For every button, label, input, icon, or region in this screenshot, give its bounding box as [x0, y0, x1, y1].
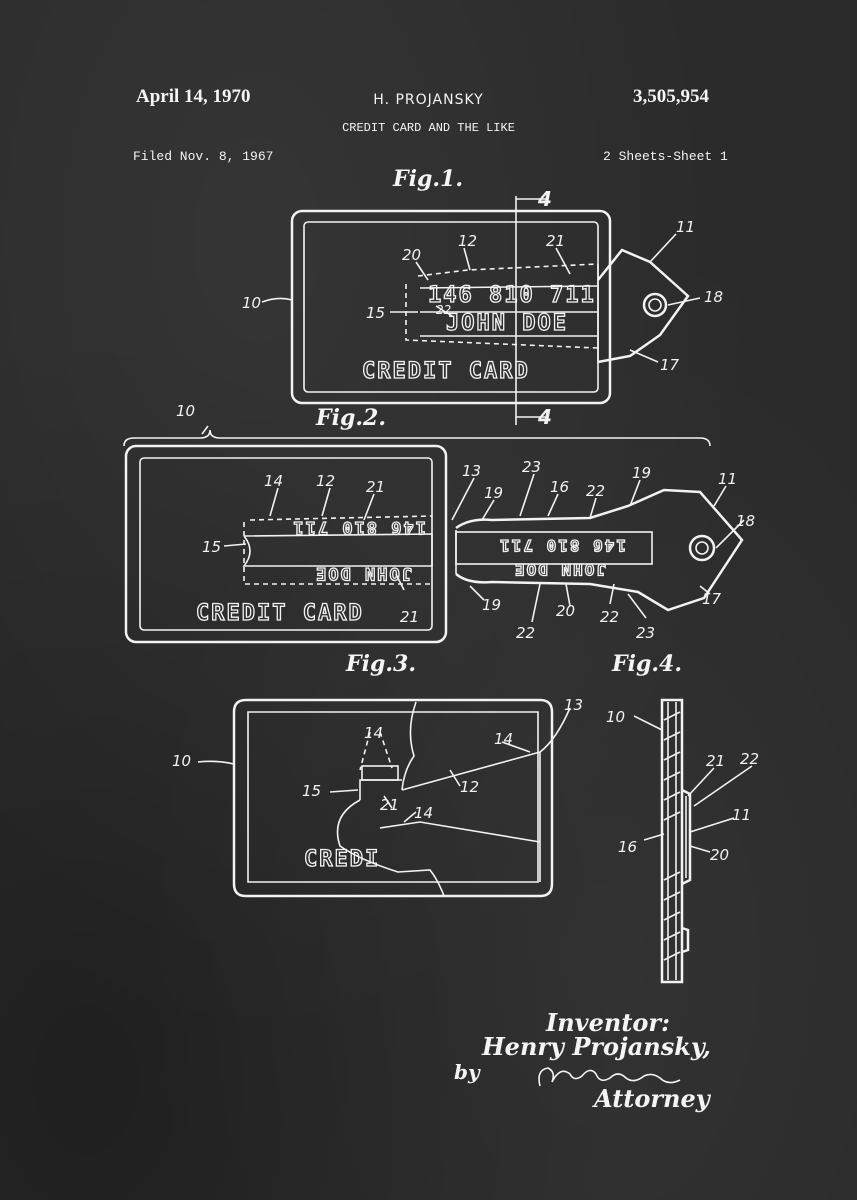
fig1-card-label: CREDIT CARD: [362, 359, 530, 384]
fig3-card-label: CREDI: [304, 847, 380, 872]
fig3-ref-12: 12: [460, 778, 479, 796]
fig2-ref-19a: 19: [484, 484, 503, 502]
fig1-ref-12: 12: [458, 232, 477, 250]
fig1-ref-22: 22: [436, 303, 451, 317]
fig2-ref-23b: 23: [636, 624, 655, 642]
fig2-ref-22b: 22: [516, 624, 535, 642]
fig4-ref-22: 22: [740, 750, 759, 768]
fig1-drawing: [261, 196, 701, 425]
patent-number: 3,505,954: [633, 86, 709, 107]
fig2-ref-13: 13: [462, 462, 481, 480]
fig2-ref-18: 18: [736, 512, 755, 530]
fig2-key-number: 146 810 711: [498, 536, 626, 555]
fig2-drawing: [123, 425, 745, 644]
fig1-ref-18: 18: [704, 288, 723, 306]
fig2-ref-20: 20: [556, 602, 575, 620]
fig2-ref-21a: 21: [366, 478, 385, 496]
fig2-ref-23a: 23: [522, 458, 541, 476]
fig4-ref-21: 21: [706, 752, 725, 770]
fig4-label: Fig.4.: [612, 651, 682, 677]
fig2-ref-10: 10: [176, 402, 195, 420]
fig1-ref-15: 15: [366, 304, 385, 322]
fig2-ref-11: 11: [718, 470, 737, 488]
fig1-ref-21: 21: [546, 232, 565, 250]
fig1-ref-10: 10: [242, 294, 261, 312]
fig2-ref-14: 14: [264, 472, 283, 490]
inventor-label: Inventor:: [546, 1008, 670, 1037]
fig3-ref-14a: 14: [364, 724, 383, 742]
fig2-ref-19b: 19: [632, 464, 651, 482]
attorney-signature: [538, 1067, 681, 1087]
fig4-ref-20: 20: [710, 846, 729, 864]
fig3-ref-14c: 14: [494, 730, 513, 748]
fig2-ref-16: 16: [550, 478, 569, 496]
filed-date: Filed Nov. 8, 1967: [133, 149, 274, 164]
fig2-ref-19c: 19: [482, 596, 501, 614]
fig2-ref-17: 17: [702, 590, 722, 608]
fig4-ref-11: 11: [732, 806, 751, 824]
fig2-card-name: JOHN DOE: [314, 563, 412, 583]
fig2-ref-22a: 22: [586, 482, 605, 500]
fig3-ref-10: 10: [172, 752, 191, 770]
fig2-ref-12: 12: [316, 472, 335, 490]
fig2-card-label: CREDIT CARD: [196, 601, 364, 626]
attorney-label: Attorney: [594, 1084, 710, 1113]
fig4-drawing: [633, 698, 753, 984]
fig1-card-number: 146 810 711: [428, 283, 596, 308]
fig1-ref-17: 17: [660, 356, 680, 374]
fig2-card-number: 146 810 711: [291, 517, 426, 537]
patent-date: April 14, 1970: [136, 86, 251, 107]
fig3-ref-21: 21: [380, 796, 399, 814]
fig1-section-bottom: 4: [537, 405, 552, 429]
patent-title: CREDIT CARD AND THE LIKE: [342, 121, 515, 135]
by-label: by: [454, 1060, 480, 1084]
fig1-ref-11: 11: [676, 218, 695, 236]
fig1-label: Fig.1.: [393, 166, 463, 192]
fig4-ref-10: 10: [606, 708, 625, 726]
fig2-ref-22c: 22: [600, 608, 619, 626]
fig3-drawing: [197, 698, 571, 898]
fig2-label: Fig.2.: [316, 405, 386, 431]
fig3-ref-14b: 14: [414, 804, 433, 822]
fig2-ref-15: 15: [202, 538, 221, 556]
inventor-name-header: H. PROJANSKY: [373, 92, 484, 108]
sheet-count: 2 Sheets-Sheet 1: [603, 149, 728, 164]
fig3-ref-15: 15: [302, 782, 321, 800]
fig4-ref-16: 16: [618, 838, 637, 856]
inventor-signature-name: Henry Projansky,: [482, 1032, 711, 1061]
fig2-key-name: JOHN DOE: [513, 560, 606, 579]
fig3-ref-13: 13: [564, 696, 583, 714]
fig2-ref-21b: 21: [400, 608, 419, 626]
fig1-section-top: 4: [537, 187, 552, 211]
fig1-ref-20: 20: [402, 246, 421, 264]
fig1-card-name: JOHN DOE: [446, 311, 568, 336]
fig3-label: Fig.3.: [346, 651, 416, 677]
